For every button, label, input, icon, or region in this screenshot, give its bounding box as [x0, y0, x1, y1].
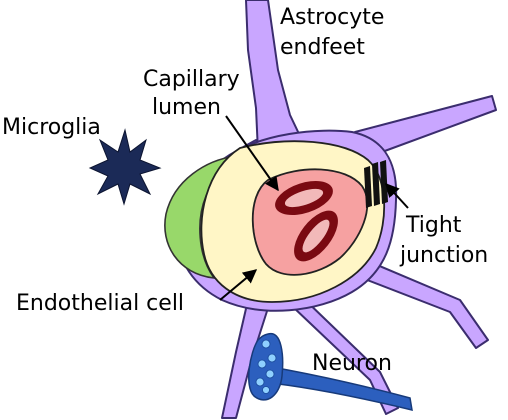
red-blood-cell-lower-center	[302, 219, 330, 253]
microglia-label: Microglia	[2, 115, 101, 140]
red-blood-cells	[275, 180, 338, 262]
capillary-lumen-pointer	[225, 115, 279, 192]
tight-junction-label-line1: Tight	[405, 213, 462, 238]
tight-junction-label-line2: junction	[399, 243, 488, 268]
neuron-spots	[255, 339, 277, 394]
red-blood-cell-upper-center	[284, 188, 324, 208]
pointer-arrows	[219, 115, 409, 301]
neuron	[248, 333, 413, 411]
tight-junction	[364, 160, 388, 208]
endothelial-cell-label: Endothelial cell	[16, 291, 184, 316]
capillary-lumen-label-line1: Capillary	[143, 67, 240, 92]
astrocyte-endfeet-label-line1: Astrocyte	[280, 5, 384, 30]
endothelial-cell-pointer	[219, 269, 258, 301]
astrocyte-process-lower-right	[361, 261, 489, 349]
capillary-lumen-label-line2: lumen	[152, 95, 221, 120]
microglia-cell	[88, 128, 162, 206]
astrocyte-endfeet-label-line2: endfeet	[280, 35, 365, 60]
neuron-axon	[261, 365, 413, 411]
tight-junction-pointer	[385, 182, 409, 209]
neuron-label: Neuron	[312, 351, 392, 376]
